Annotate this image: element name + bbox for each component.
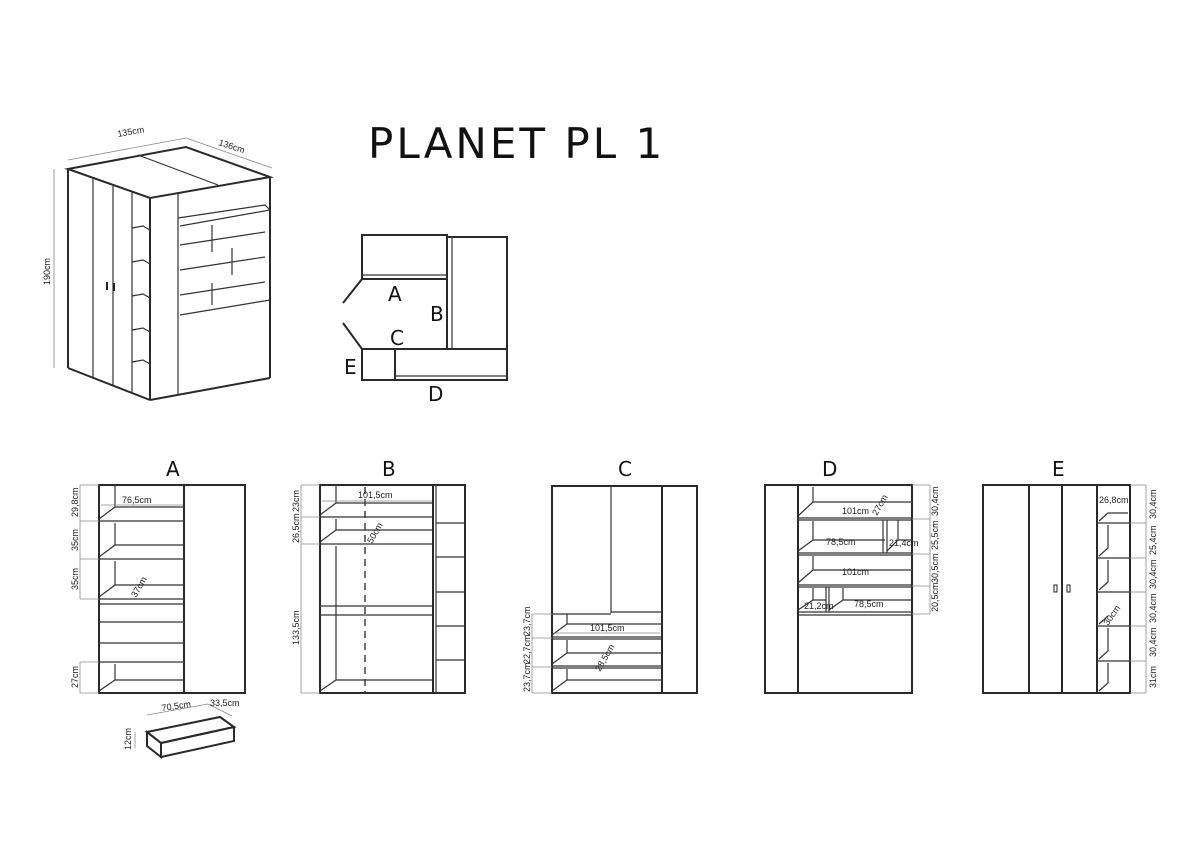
iso-height-label: 190cm [42, 258, 52, 285]
section-c-height-2: 22,7cm [522, 634, 532, 664]
section-e-height-6: 31cm [1148, 666, 1158, 688]
section-a-height-2: 35cm [70, 529, 80, 551]
section-a-height-4: 27cm [70, 666, 80, 688]
section-e-height-2: 25,4cm [1148, 525, 1158, 555]
section-a: A 76,5cm 37cm 29,8cm 35cm 35cm 27cm [70, 457, 246, 760]
plan-label-d: D [428, 382, 443, 406]
plan-label-c: C [390, 326, 404, 350]
iso-top-seam [137, 154, 219, 186]
drawer-detail: 70,5cm 33,5cm 12cm [123, 698, 240, 760]
iso-width-label: 135cm [117, 124, 145, 139]
drawer-width: 70,5cm [161, 699, 192, 713]
section-e-height-1: 30,4cm [1148, 489, 1158, 519]
section-d-height-4: 20,5cm [930, 582, 940, 612]
section-e-height-5: 30,4cm [1148, 627, 1158, 657]
section-c-height-1: 23,7cm [522, 606, 532, 636]
section-d-small-width-2: 21,2cm [804, 601, 834, 611]
section-b: B 101,5cm 50cm 23cm 26,5cm 133,5cm [291, 457, 466, 694]
section-a-width: 76,5cm [122, 495, 152, 505]
section-d-width-4: 78,5cm [854, 599, 884, 609]
section-e-height-4: 30,4cm [1148, 593, 1158, 623]
section-e-width: 26,8cm [1099, 495, 1129, 505]
section-d-depth: 27cm [870, 493, 890, 517]
iso-side-shelves [131, 225, 151, 365]
section-a-height-1: 29,8cm [70, 487, 80, 517]
iso-front-shelves [177, 204, 272, 316]
iso-depth-label: 136cm [217, 137, 246, 155]
section-b-width: 101,5cm [358, 490, 393, 500]
plan-module-d [394, 348, 508, 381]
section-d-label: D [822, 457, 837, 481]
section-d-width-1: 101cm [842, 506, 869, 516]
section-d-small-width-1: 21,4cm [889, 538, 919, 548]
section-e: E 26,8cm 30cm 30,4cm 25,4cm 30,4cm 30,4c… [982, 457, 1158, 694]
title: PLANET PL 1 [368, 119, 665, 168]
iso-handles [106, 282, 115, 291]
section-d-width-3: 101cm [842, 567, 869, 577]
plan-label-b: B [430, 302, 444, 326]
section-b-depth: 50cm [365, 521, 385, 545]
section-c-width: 101,5cm [590, 623, 625, 633]
section-a-label: A [166, 457, 180, 481]
section-c: C 101,5cm 28,5cm 23,7cm 22,7cm 23,7cm [522, 457, 698, 694]
section-a-height-3: 35cm [70, 568, 80, 590]
drawer-depth: 33,5cm [210, 698, 240, 708]
section-d-height-1: 30,4cm [930, 486, 940, 516]
section-b-label: B [382, 457, 396, 481]
section-a-depth: 37cm [129, 575, 149, 599]
section-d-height-2: 25,5cm [930, 520, 940, 550]
isometric-view: 135cm 136cm 190cm [42, 124, 274, 401]
section-c-height-3: 23,7cm [522, 662, 532, 692]
section-e-label: E [1052, 457, 1065, 481]
section-b-height-3: 133,5cm [291, 610, 301, 645]
section-b-height-1: 23cm [291, 490, 301, 512]
plan-label-a: A [388, 282, 402, 306]
section-e-height-3: 30,4cm [1148, 559, 1158, 589]
plan-view: A B C D E [342, 234, 508, 406]
e-handles [1053, 584, 1071, 593]
section-b-height-2: 26,5cm [291, 513, 301, 543]
section-d-height-3: 30,5cm [930, 553, 940, 583]
section-c-label: C [618, 457, 632, 481]
plan-module-b [446, 236, 508, 350]
drawer-height: 12cm [123, 728, 133, 750]
plan-module-e [361, 348, 396, 381]
plan-module-a [361, 234, 448, 280]
plan-label-e: E [344, 355, 357, 379]
section-e-depth: 30cm [1101, 603, 1122, 627]
section-d: D 101cm 78,5cm 101cm 78,5cm 21,4cm 21,2c… [764, 457, 940, 694]
section-d-width-2: 78,5cm [826, 537, 856, 547]
